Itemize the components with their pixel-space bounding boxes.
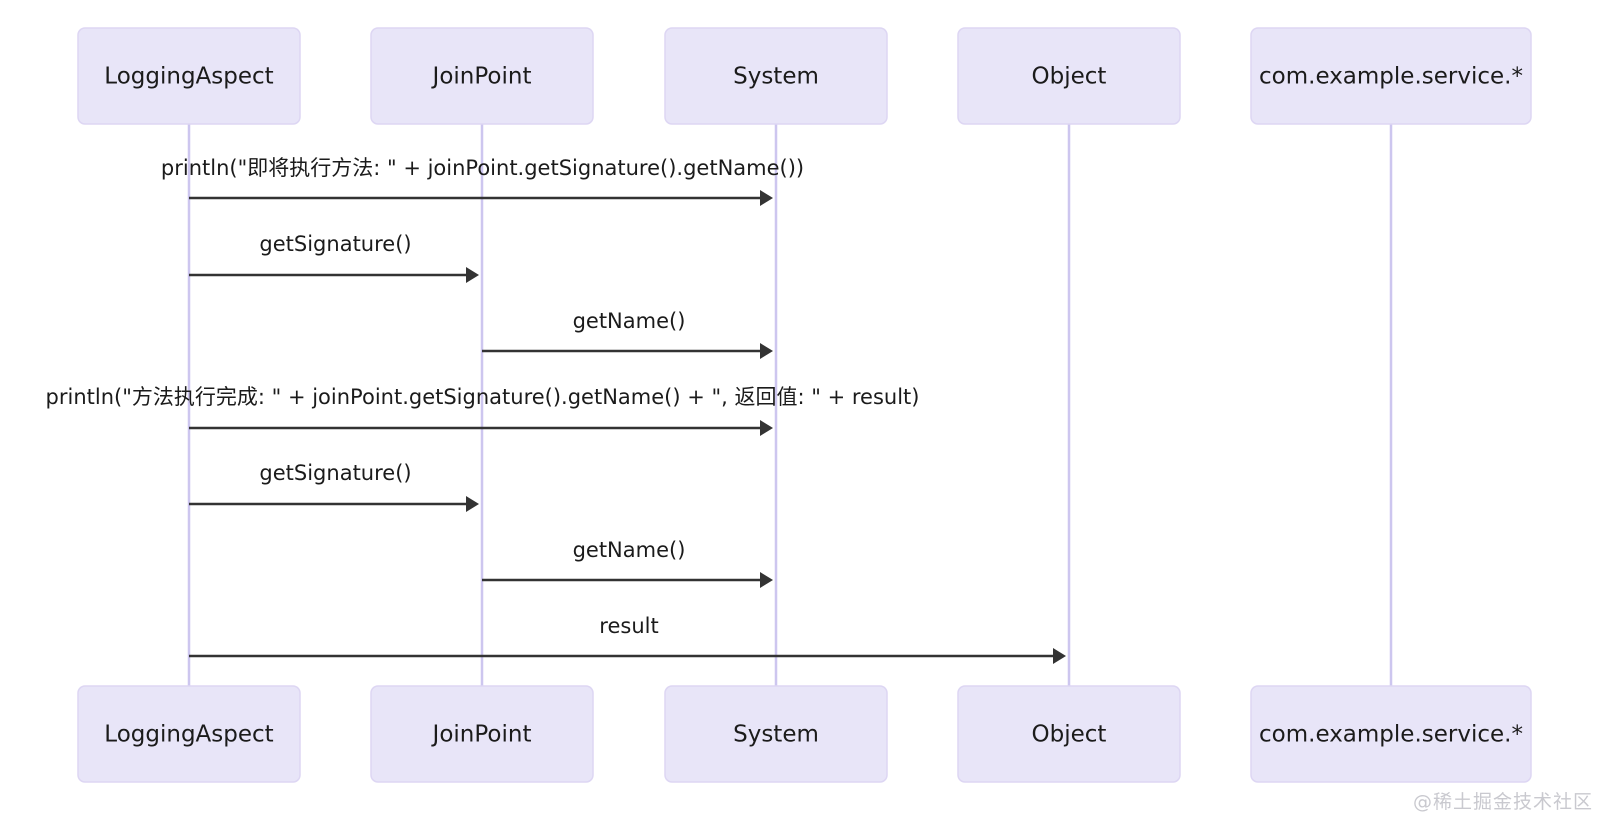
message-label: getName() [573, 538, 686, 562]
message-2-logging-aspect-to-join-point[interactable]: getSignature() [189, 232, 479, 283]
participant-label: LoggingAspect [104, 64, 273, 90]
message-arrowhead [760, 190, 773, 206]
participant-label: LoggingAspect [104, 722, 273, 748]
message-label: println("即将执行方法: " + joinPoint.getSignat… [161, 156, 804, 180]
message-1-logging-aspect-to-system[interactable]: println("即将执行方法: " + joinPoint.getSignat… [161, 156, 804, 206]
message-arrowhead [760, 420, 773, 436]
participant-box [957, 27, 1181, 125]
participant-label: Object [1032, 722, 1107, 748]
participant-label: com.example.service.* [1259, 722, 1523, 748]
message-arrowhead [466, 267, 479, 283]
message-arrowhead [1053, 648, 1066, 664]
lifelines-group [187, 124, 1393, 686]
participant-label: JoinPoint [431, 64, 532, 90]
participant-system-top[interactable]: System [664, 27, 888, 125]
message-arrowhead [760, 343, 773, 359]
participant-label: System [733, 722, 819, 748]
participant-join-point-bottom[interactable]: JoinPoint [370, 685, 594, 783]
participant-box [664, 27, 888, 125]
message-3-join-point-to-system[interactable]: getName() [482, 309, 773, 359]
participant-boxes-top: LoggingAspect JoinPoint System Object com.ex… [77, 27, 1532, 125]
participant-logging-aspect-bottom[interactable]: LoggingAspect [77, 685, 301, 783]
participant-join-point-top[interactable]: JoinPoint [370, 27, 594, 125]
watermark-label: @稀土掘金技术社区 [1412, 791, 1593, 813]
message-label: getName() [573, 309, 686, 333]
participant-logging-aspect-top[interactable]: LoggingAspect [77, 27, 301, 125]
participant-box [370, 27, 594, 125]
participant-box [77, 685, 301, 783]
messages-group: println("即将执行方法: " + joinPoint.getSignat… [46, 156, 1066, 664]
participant-com-example-service-bottom[interactable]: com.example.service.* [1250, 685, 1532, 783]
participant-box [370, 685, 594, 783]
participant-label: Object [1032, 64, 1107, 90]
participant-boxes-bottom: LoggingAspect JoinPoint System Object com.ex… [77, 685, 1532, 783]
participant-label: System [733, 64, 819, 90]
participant-box [957, 685, 1181, 783]
message-7-logging-aspect-to-object[interactable]: result [189, 614, 1066, 664]
participant-box [1250, 685, 1532, 783]
message-arrowhead [466, 496, 479, 512]
participant-box [664, 685, 888, 783]
participant-label: com.example.service.* [1259, 64, 1523, 90]
message-label: getSignature() [259, 232, 411, 256]
participant-com-example-service-top[interactable]: com.example.service.* [1250, 27, 1532, 125]
message-5-logging-aspect-to-join-point[interactable]: getSignature() [189, 461, 479, 512]
message-6-join-point-to-system[interactable]: getName() [482, 538, 773, 588]
message-4-logging-aspect-to-system[interactable]: println("方法执行完成: " + joinPoint.getSignat… [46, 385, 920, 436]
participant-object-bottom[interactable]: Object [957, 685, 1181, 783]
participant-box [1250, 27, 1532, 125]
message-arrowhead [760, 572, 773, 588]
participant-box [77, 27, 301, 125]
participant-label: JoinPoint [431, 722, 532, 748]
message-label: result [599, 614, 658, 638]
message-label: println("方法执行完成: " + joinPoint.getSignat… [46, 385, 920, 409]
participant-object-top[interactable]: Object [957, 27, 1181, 125]
message-label: getSignature() [259, 461, 411, 485]
participant-system-bottom[interactable]: System [664, 685, 888, 783]
